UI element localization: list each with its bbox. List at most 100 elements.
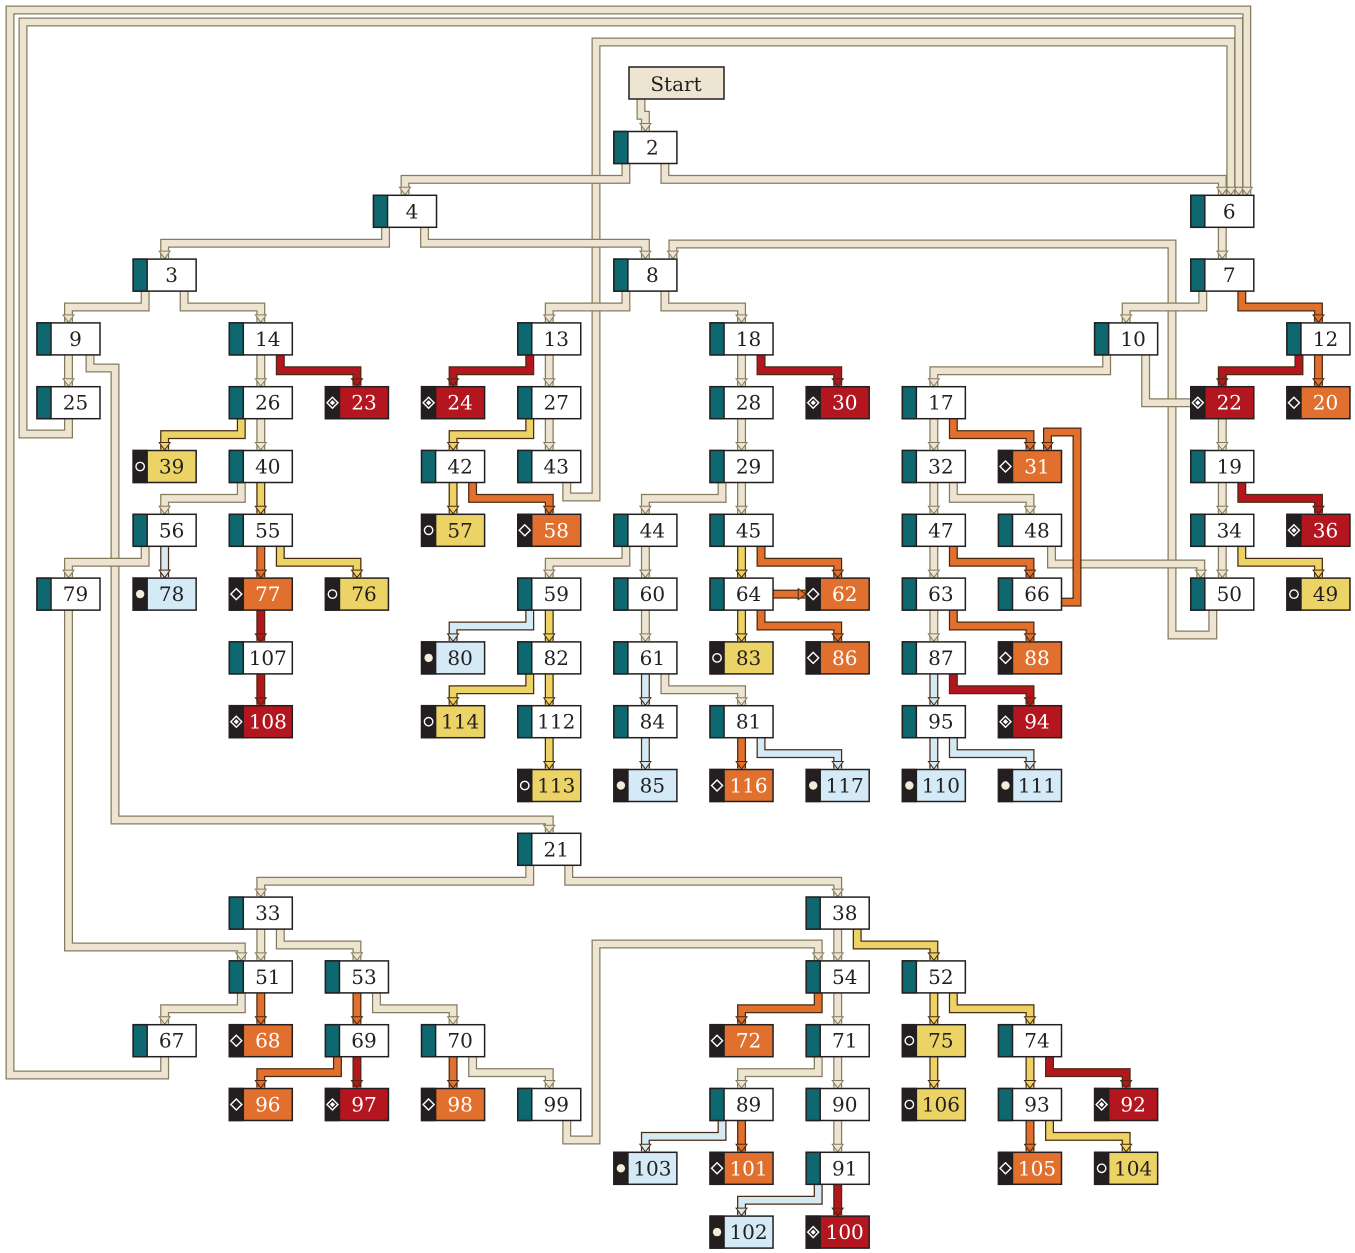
node-32[interactable]: 32 (901, 449, 967, 484)
node-39[interactable]: 39 (132, 449, 197, 484)
node-59[interactable]: 59 (517, 577, 582, 611)
node-102[interactable]: 102 (709, 1215, 774, 1249)
node-22[interactable]: 22 (1190, 385, 1255, 420)
node-80[interactable]: 80 (420, 641, 486, 675)
node-18[interactable]: 18 (709, 322, 774, 356)
node-82[interactable]: 82 (517, 641, 582, 675)
node-53[interactable]: 53 (324, 960, 390, 994)
node-56[interactable]: 56 (132, 513, 197, 548)
node-116[interactable]: 116 (709, 768, 774, 803)
node-57[interactable]: 57 (420, 513, 486, 548)
node-100[interactable]: 100 (805, 1215, 870, 1249)
node-63[interactable]: 63 (901, 577, 967, 611)
node-107[interactable]: 107 (228, 641, 294, 675)
node-54[interactable]: 54 (805, 960, 870, 994)
node-45[interactable]: 45 (709, 513, 774, 548)
node-68[interactable]: 68 (228, 1023, 294, 1058)
node-78[interactable]: 78 (132, 577, 197, 611)
node-6[interactable]: 6 (1190, 194, 1255, 229)
node-33[interactable]: 33 (228, 896, 294, 930)
node-12[interactable]: 12 (1286, 322, 1351, 356)
node-30[interactable]: 30 (805, 385, 870, 420)
node-51[interactable]: 51 (228, 960, 294, 994)
node-71[interactable]: 71 (805, 1023, 870, 1058)
node-111[interactable]: 111 (997, 768, 1063, 803)
node-36[interactable]: 36 (1286, 513, 1351, 548)
node-86[interactable]: 86 (805, 641, 870, 675)
node-97[interactable]: 97 (324, 1087, 390, 1122)
node-26[interactable]: 26 (228, 385, 294, 420)
node-40[interactable]: 40 (228, 449, 294, 484)
node-114[interactable]: 114 (420, 704, 486, 739)
node-58[interactable]: 58 (517, 513, 582, 548)
node-110[interactable]: 110 (901, 768, 967, 803)
node-108[interactable]: 108 (228, 704, 294, 739)
node-3[interactable]: 3 (132, 258, 197, 292)
node-84[interactable]: 84 (613, 704, 678, 739)
node-83[interactable]: 83 (709, 641, 774, 675)
node-67[interactable]: 67 (132, 1023, 197, 1058)
node-28[interactable]: 28 (709, 385, 774, 420)
node-94[interactable]: 94 (997, 704, 1063, 739)
node-106[interactable]: 106 (901, 1087, 967, 1122)
node-7[interactable]: 7 (1190, 258, 1255, 292)
node-64[interactable]: 64 (709, 577, 774, 611)
node-60[interactable]: 60 (613, 577, 678, 611)
node-105[interactable]: 105 (997, 1151, 1063, 1186)
node-90[interactable]: 90 (805, 1087, 870, 1122)
node-91[interactable]: 91 (805, 1151, 870, 1186)
node-98[interactable]: 98 (420, 1087, 486, 1122)
node-55[interactable]: 55 (228, 513, 294, 548)
node-81[interactable]: 81 (709, 704, 774, 739)
node-49[interactable]: 49 (1286, 577, 1351, 611)
node-47[interactable]: 47 (901, 513, 967, 548)
node-75[interactable]: 75 (901, 1023, 967, 1058)
node-87[interactable]: 87 (901, 641, 967, 675)
node-52[interactable]: 52 (901, 960, 967, 994)
node-103[interactable]: 103 (613, 1151, 678, 1186)
node-92[interactable]: 92 (1093, 1087, 1159, 1122)
node-112[interactable]: 112 (517, 704, 582, 739)
node-76[interactable]: 76 (324, 577, 390, 611)
node-13[interactable]: 13 (517, 322, 582, 356)
node-31[interactable]: 31 (997, 449, 1063, 484)
node-62[interactable]: 62 (805, 577, 870, 611)
node-101[interactable]: 101 (709, 1151, 774, 1186)
node-61[interactable]: 61 (613, 641, 678, 675)
node-66[interactable]: 66 (997, 577, 1063, 611)
node-96[interactable]: 96 (228, 1087, 294, 1122)
node-89[interactable]: 89 (709, 1087, 774, 1122)
node-17[interactable]: 17 (901, 385, 967, 420)
node-44[interactable]: 44 (613, 513, 678, 548)
node-34[interactable]: 34 (1190, 513, 1255, 548)
node-42[interactable]: 42 (420, 449, 486, 484)
node-72[interactable]: 72 (709, 1023, 774, 1058)
node-95[interactable]: 95 (901, 704, 967, 739)
node-74[interactable]: 74 (997, 1023, 1063, 1058)
start-node[interactable]: Start (628, 66, 725, 100)
node-29[interactable]: 29 (709, 449, 774, 484)
node-77[interactable]: 77 (228, 577, 294, 611)
node-93[interactable]: 93 (997, 1087, 1063, 1122)
node-104[interactable]: 104 (1093, 1151, 1159, 1186)
node-9[interactable]: 9 (36, 322, 101, 356)
node-25[interactable]: 25 (36, 385, 101, 420)
node-99[interactable]: 99 (517, 1087, 582, 1122)
node-20[interactable]: 20 (1286, 385, 1351, 420)
node-23[interactable]: 23 (324, 385, 390, 420)
node-4[interactable]: 4 (372, 194, 438, 229)
node-48[interactable]: 48 (997, 513, 1063, 548)
node-10[interactable]: 10 (1093, 322, 1159, 356)
node-70[interactable]: 70 (420, 1023, 486, 1058)
node-21[interactable]: 21 (517, 832, 582, 867)
node-113[interactable]: 113 (517, 768, 582, 803)
node-85[interactable]: 85 (613, 768, 678, 803)
node-2[interactable]: 2 (613, 130, 678, 165)
node-8[interactable]: 8 (613, 258, 678, 292)
node-24[interactable]: 24 (420, 385, 486, 420)
node-88[interactable]: 88 (997, 641, 1063, 675)
node-117[interactable]: 117 (805, 768, 870, 803)
node-43[interactable]: 43 (517, 449, 582, 484)
node-38[interactable]: 38 (805, 896, 870, 930)
node-14[interactable]: 14 (228, 322, 294, 356)
